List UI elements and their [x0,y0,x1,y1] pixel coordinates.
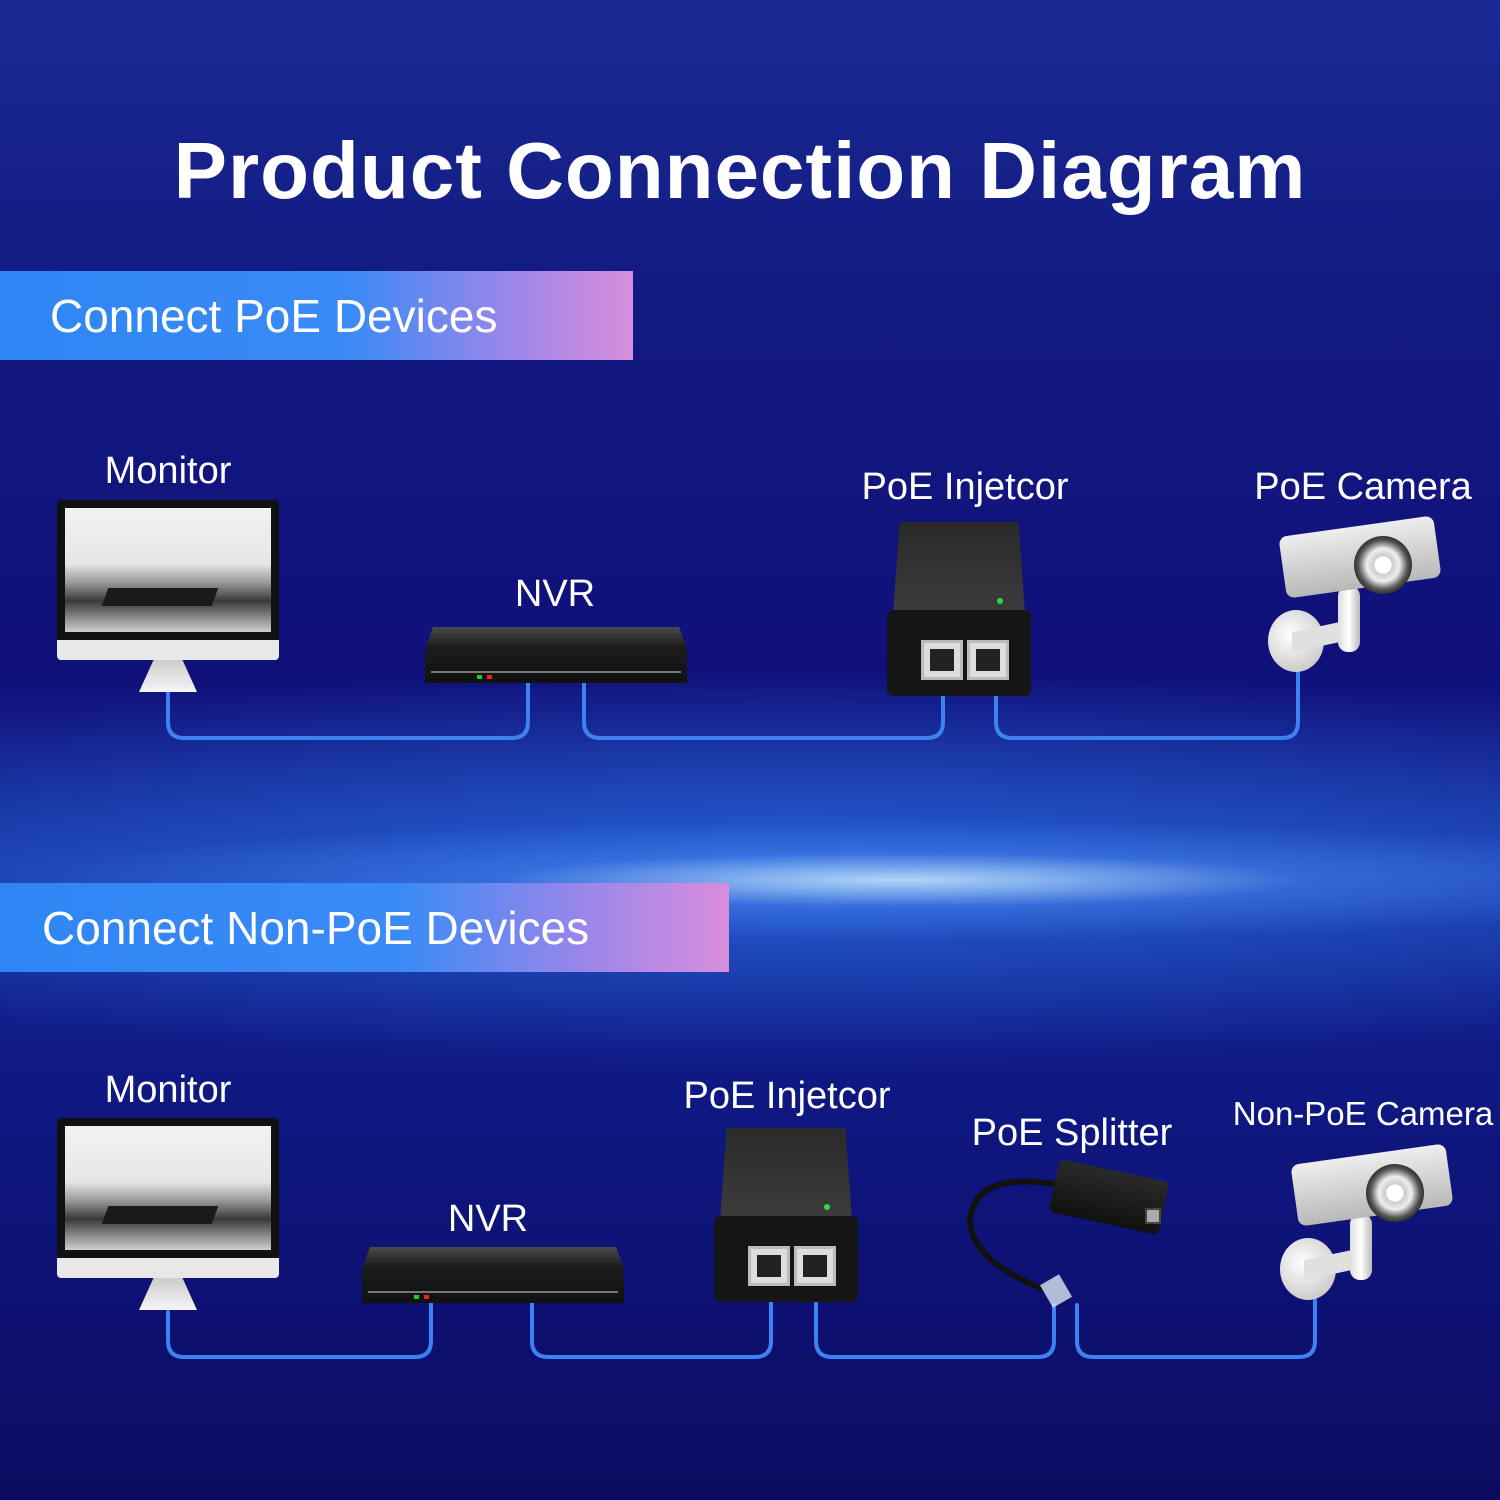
camera-label: PoE Camera [1254,466,1472,508]
section-banner-non-poe: Connect Non-PoE Devices [0,883,729,972]
cable-injector-camera [994,668,1300,740]
cable-injector-splitter [814,1298,1056,1359]
page-title: Product Connection Diagram [173,126,1307,215]
section-heading: Connect Non-PoE Devices [42,901,590,954]
poe-injector-image [887,522,1031,696]
nvr-label: NVR [514,573,596,615]
section-banner-poe: Connect PoE Devices [0,271,633,360]
cable-nvr-injector [530,1298,773,1359]
poe-camera-image [1268,515,1442,672]
poe-injector-image [714,1128,858,1302]
cable-nvr-injector [582,681,945,740]
nvr-label: NVR [447,1198,529,1240]
section-heading: Connect PoE Devices [50,289,498,342]
camera-label: Non-PoE Camera [1232,1095,1494,1132]
monitor-image [57,500,279,692]
splitter-label: PoE Splitter [971,1112,1173,1154]
poe-splitter-image [965,1158,1170,1308]
cable-monitor-nvr [166,681,530,740]
cable-monitor-nvr [166,1300,433,1359]
cable-splitter-camera [1075,1298,1317,1359]
splitter-cable [966,1178,1061,1293]
non-poe-camera-image [1280,1143,1454,1300]
injector-label: PoE Injetcor [683,1075,891,1117]
nvr-image [425,627,687,683]
injector-label: PoE Injetcor [861,466,1069,508]
monitor-label: Monitor [104,450,232,492]
nvr-image [362,1247,624,1303]
monitor-image [57,1118,279,1310]
monitor-label: Monitor [104,1069,232,1111]
